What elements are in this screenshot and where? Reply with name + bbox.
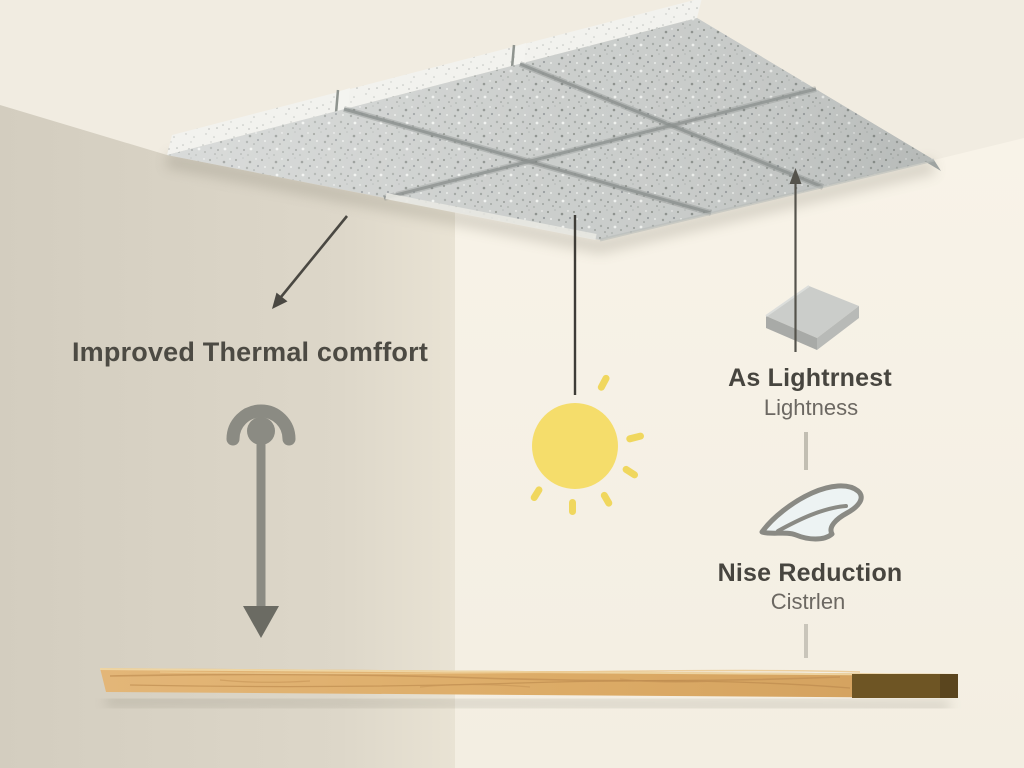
tile-top bbox=[766, 286, 859, 338]
label-noise-subtitle: Cistrlen bbox=[770, 589, 846, 614]
label-thermal-comfort: Improved Thermal comffort bbox=[71, 337, 429, 367]
wood-grain bbox=[129, 680, 851, 689]
leader-arrow-left-head bbox=[272, 292, 288, 309]
sun-icon bbox=[530, 374, 644, 515]
panel-tile-icon bbox=[765, 285, 859, 350]
panel-front-edge bbox=[599, 158, 935, 242]
fabric-icon bbox=[759, 483, 864, 542]
arrow-knob bbox=[247, 417, 275, 445]
wood-grain bbox=[159, 669, 861, 675]
arrow-arc bbox=[226, 404, 296, 446]
label-lightness-title: As Lightrnest bbox=[728, 364, 892, 392]
ceiling-panels bbox=[167, 0, 941, 242]
panel-seam bbox=[383, 87, 817, 200]
label-lightness-subtitle: Lightness bbox=[763, 395, 859, 420]
bevel-notch bbox=[338, 88, 350, 112]
right-wall bbox=[455, 138, 1024, 768]
bevel-gap bbox=[510, 44, 516, 69]
sun-rays bbox=[530, 374, 644, 515]
wood-shelf bbox=[99, 668, 959, 698]
tile-edge bbox=[765, 285, 810, 317]
arrow-head bbox=[243, 606, 279, 638]
fabric-fold bbox=[776, 504, 848, 533]
wood-grain bbox=[219, 678, 716, 688]
panel-surface-light bbox=[167, 18, 934, 240]
leader-lines bbox=[272, 168, 808, 658]
tile-front bbox=[766, 316, 817, 350]
label-noise-title: Nise Reduction bbox=[717, 559, 903, 587]
wood-grain bbox=[109, 673, 841, 682]
shelf-shadow bbox=[105, 695, 951, 712]
shelf-end-cap-edge bbox=[940, 674, 958, 698]
shelf-end-cap bbox=[852, 674, 958, 698]
leader-arrow-right-head bbox=[789, 168, 802, 184]
sun-disc bbox=[532, 403, 618, 489]
down-arrow-icon bbox=[226, 404, 296, 638]
tile-side bbox=[817, 306, 859, 350]
ceiling-shadow bbox=[165, 152, 936, 255]
panel-bevel-texture bbox=[167, 0, 702, 155]
panel-front-edge bbox=[385, 193, 597, 240]
leader-arrow-left bbox=[279, 215, 349, 298]
bevel-gap bbox=[334, 89, 340, 114]
bevel-notch bbox=[514, 43, 526, 67]
